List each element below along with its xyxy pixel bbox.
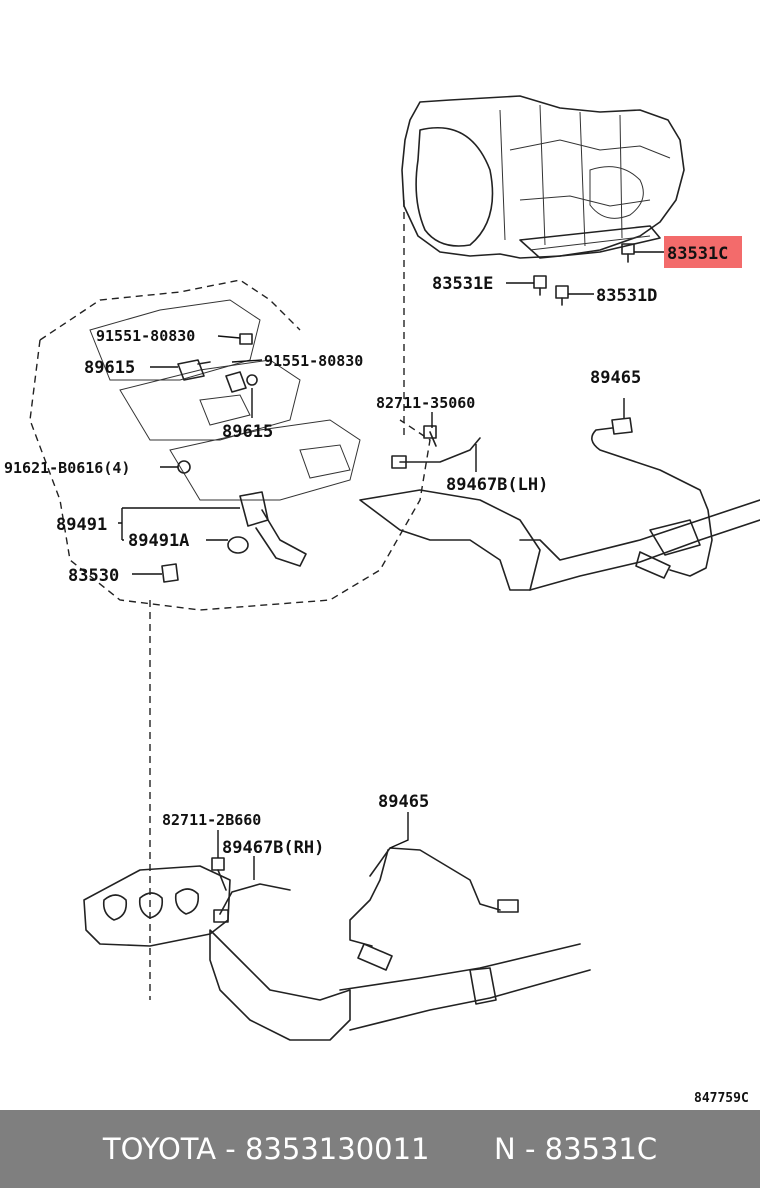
bolt-91551-top-icon <box>239 333 253 345</box>
highlight-83531c <box>664 236 742 268</box>
o2-sensor-lh-drawing <box>391 425 481 469</box>
engine-drawing <box>29 279 431 1000</box>
label-82711-2b660[interactable]: 82711-2B660 <box>162 811 261 829</box>
footer-part-number: 8353130011 <box>244 1132 430 1166</box>
label-83531e[interactable]: 83531E <box>432 274 493 294</box>
label-83530[interactable]: 83530 <box>68 566 119 586</box>
label-89467b-rh[interactable]: 89467B(RH) <box>222 838 324 858</box>
o2-sensor-89465-upper-drawing <box>591 417 713 579</box>
diagram-svg: 83531C 83531E 83531D 91551-80830 89615 9… <box>4 95 760 1106</box>
label-83531d[interactable]: 83531D <box>596 286 657 306</box>
bolt-83531e-icon <box>533 275 547 296</box>
sensor-89615-right-icon <box>225 371 258 393</box>
label-89491[interactable]: 89491 <box>56 515 107 535</box>
label-89467b-lh[interactable]: 89467B(LH) <box>446 475 548 495</box>
sensor-89615-left-icon <box>177 359 211 381</box>
leader-lines <box>118 251 664 880</box>
bolt-83531d-icon <box>555 285 569 306</box>
label-89491a[interactable]: 89491A <box>128 531 189 551</box>
sensor-83530-icon <box>161 563 179 583</box>
diagram-code: 847759C <box>694 1091 749 1106</box>
footer-separator: - <box>225 1132 236 1166</box>
footer-ref: N - 83531C <box>494 1132 658 1166</box>
o2-sensor-89465-lower-drawing <box>349 847 519 971</box>
footer-brand: TOYOTA <box>102 1132 217 1166</box>
o2-sensor-rh-drawing <box>211 857 291 923</box>
label-83531c[interactable]: 83531C <box>667 244 728 264</box>
label-89615-lower[interactable]: 89615 <box>222 422 273 442</box>
label-91551-80830-right[interactable]: 91551-80830 <box>264 352 363 370</box>
transmission-drawing <box>401 95 685 259</box>
parts-diagram: 83531C 83531E 83531D 91551-80830 89615 9… <box>4 95 760 1106</box>
label-89465-upper[interactable]: 89465 <box>590 368 641 388</box>
label-91621-b0616[interactable]: 91621-B0616(4) <box>4 459 130 477</box>
footer-bar: TOYOTA - 8353130011 N - 83531C <box>0 1110 760 1188</box>
exhaust-upper-drawing <box>359 489 760 591</box>
exhaust-manifold-lower-drawing <box>83 865 591 1041</box>
bolt-83531c-icon <box>621 243 635 263</box>
bracket-89491-drawing <box>227 491 307 567</box>
label-89615-left[interactable]: 89615 <box>84 358 135 378</box>
label-91551-80830-top[interactable]: 91551-80830 <box>96 327 195 345</box>
label-82711-35060[interactable]: 82711-35060 <box>376 394 475 412</box>
label-89465-lower[interactable]: 89465 <box>378 792 429 812</box>
